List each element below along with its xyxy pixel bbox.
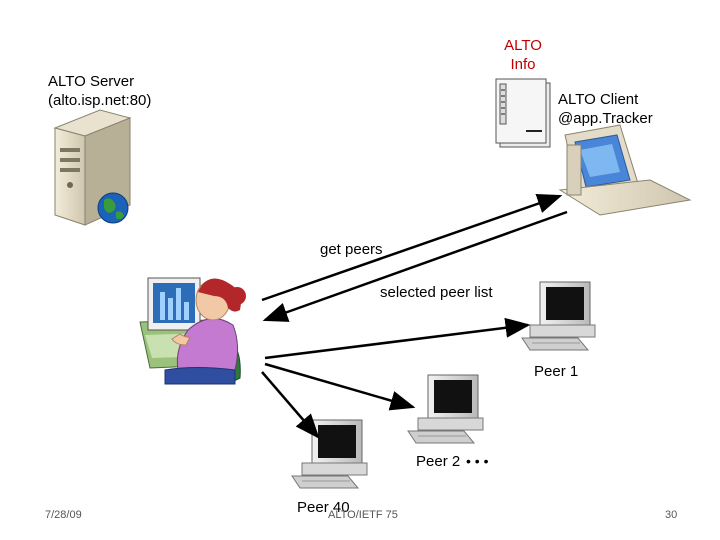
footer-center: ALTO/IETF 75 [328, 509, 398, 521]
selected-peer-list-arrow [262, 210, 568, 322]
get-peers-label: get peers [320, 241, 383, 258]
client-computer-icon [558, 124, 692, 216]
alto-server-label: ALTO Server (alto.isp.net:80) [48, 73, 152, 109]
document-icon [495, 78, 551, 148]
peer1-arrow [264, 317, 531, 360]
peer40-computer-icon [291, 419, 368, 489]
alto-info-label: ALTO Info [504, 37, 542, 73]
alto-client-label: ALTO Client @app.Tracker [558, 91, 653, 127]
get-peers-arrow [261, 193, 563, 302]
peer40-arrow [261, 371, 320, 439]
peer40-label: Peer 40 [297, 499, 350, 516]
peer2-computer-icon [407, 374, 484, 444]
user-at-computer-icon [139, 277, 246, 385]
footer-page-number: 30 [665, 509, 678, 521]
globe-icon [97, 192, 129, 224]
peer1-label: Peer 1 [534, 363, 579, 380]
peer2-label: Peer 2 [416, 453, 461, 470]
ellipsis-label: • • • [466, 453, 489, 469]
peer2-arrow [264, 362, 416, 411]
peer1-computer-icon [521, 281, 596, 351]
server-icon [53, 109, 132, 226]
selected-peer-list-label: selected peer list [380, 284, 493, 301]
footer-date: 7/28/09 [45, 509, 82, 521]
